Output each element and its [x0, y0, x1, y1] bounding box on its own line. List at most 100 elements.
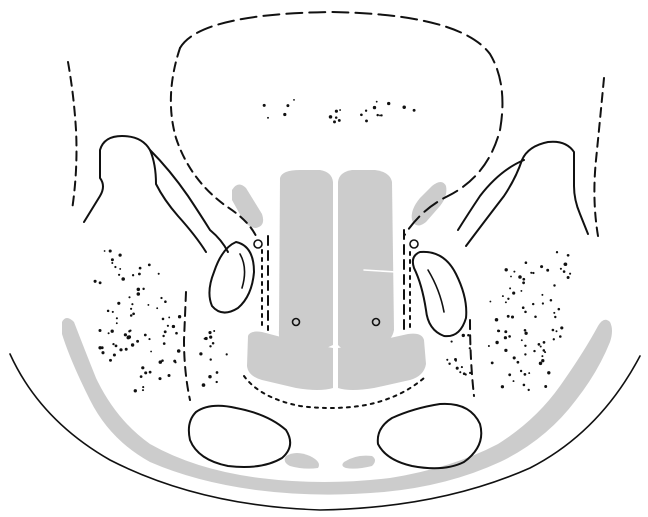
- stipple-dot: [469, 372, 471, 374]
- stipple-dot: [111, 330, 114, 333]
- stipple-dot: [158, 377, 161, 380]
- stipple-dot: [540, 345, 542, 347]
- stipple-dot: [147, 304, 149, 306]
- stipple-dot: [523, 384, 526, 387]
- stipple-dot: [402, 106, 405, 109]
- stipple-dot: [508, 335, 511, 338]
- stipple-dot: [504, 336, 507, 339]
- stipple-dot: [509, 287, 511, 289]
- stipple-dot: [148, 338, 150, 340]
- stipple-dot: [286, 104, 289, 107]
- stipple-dot: [119, 348, 122, 351]
- stipple-dot: [142, 386, 144, 388]
- stipple-dot: [209, 336, 212, 339]
- stipple-dot: [199, 352, 202, 355]
- stipple-dot: [132, 274, 134, 276]
- central-block-right: [338, 170, 394, 350]
- stipple-dot: [99, 281, 102, 284]
- stipple-dot: [543, 341, 546, 344]
- stipple-dot: [522, 278, 525, 281]
- stipple-dot: [125, 348, 128, 351]
- stipple-dot: [131, 343, 134, 346]
- stipple-dot: [567, 276, 570, 279]
- stipple-dot: [508, 373, 511, 376]
- stipple-dot: [128, 335, 132, 339]
- stipple-dot: [149, 371, 152, 374]
- stipple-dot: [134, 389, 137, 392]
- stipple-dot: [539, 362, 542, 365]
- highlighted-structures: [62, 170, 612, 495]
- stipple-dot: [552, 329, 555, 332]
- stipple-dot: [544, 351, 546, 353]
- stipple-dot: [141, 366, 144, 369]
- stipple-dot: [107, 310, 110, 313]
- stipple-dot: [504, 330, 507, 333]
- stipple-dot: [373, 106, 376, 109]
- stipple-dot: [505, 268, 508, 271]
- stipple-dot: [132, 312, 135, 315]
- stipple-dot: [455, 360, 457, 362]
- stipple-dot: [497, 330, 500, 333]
- ring-right: [410, 240, 418, 248]
- stipple-dot: [144, 371, 147, 374]
- stipple-dot: [136, 340, 139, 343]
- stipple-dot: [547, 371, 550, 374]
- stipple-dot: [111, 262, 113, 264]
- stipple-dot: [335, 110, 338, 113]
- stipple-dot: [202, 383, 206, 387]
- stipple-dot: [530, 272, 532, 274]
- stipple-dot: [94, 280, 97, 283]
- stipple-dot: [495, 318, 499, 322]
- stipple-dot: [124, 333, 127, 336]
- stipple-dot: [130, 314, 133, 317]
- stipple-dot: [569, 273, 571, 275]
- stipple-dot: [559, 335, 562, 338]
- stipple-dot: [119, 268, 121, 270]
- stipple-dot: [532, 272, 534, 274]
- fleck-right: [342, 456, 375, 469]
- stipple-dot: [144, 334, 147, 337]
- stipple-dot: [533, 350, 535, 352]
- stipple-dot: [510, 276, 512, 278]
- stipple-dot: [528, 389, 530, 391]
- stipple-dot: [115, 345, 118, 348]
- right-kidney-inner: [428, 270, 444, 312]
- stipple-dot: [137, 288, 140, 291]
- stipple-dot: [118, 253, 121, 256]
- stipple-dot: [226, 353, 228, 355]
- right-notch-outline: [466, 142, 588, 246]
- oval-left: [232, 184, 263, 228]
- stipple-dot: [158, 273, 160, 275]
- stipple-dot: [544, 385, 547, 388]
- stipple-dot: [513, 271, 515, 273]
- stipple-dot: [162, 318, 165, 321]
- ring-left: [254, 240, 262, 248]
- stipple-dot: [513, 356, 516, 359]
- stipple-dot: [489, 301, 491, 303]
- stipple-dot: [469, 347, 471, 349]
- stipple-dot: [178, 315, 181, 318]
- left-kidney-outline: [209, 242, 254, 313]
- stipple-dot: [567, 254, 570, 257]
- stipple-dot: [139, 267, 142, 270]
- stipple-dot: [463, 372, 466, 375]
- stipple-dot: [130, 308, 132, 310]
- stipple-dot: [556, 330, 558, 332]
- stipple-dot: [131, 303, 133, 305]
- stipple-dot: [167, 325, 169, 327]
- stipple-dot: [160, 297, 162, 299]
- stipple-dot: [505, 301, 507, 303]
- stipple-dot: [462, 334, 465, 337]
- stipple-dot: [213, 330, 215, 332]
- stipple-dot: [333, 120, 336, 123]
- central-block-left: [279, 170, 333, 350]
- stipple-dot: [446, 359, 448, 361]
- stipple-dot: [174, 361, 176, 363]
- stipple-dot: [467, 334, 470, 337]
- stipple-dot: [267, 117, 269, 119]
- stipple-dot: [212, 342, 215, 345]
- stipple-dot: [522, 281, 525, 284]
- stipple-dot: [175, 332, 178, 335]
- stipple-dot: [451, 341, 453, 343]
